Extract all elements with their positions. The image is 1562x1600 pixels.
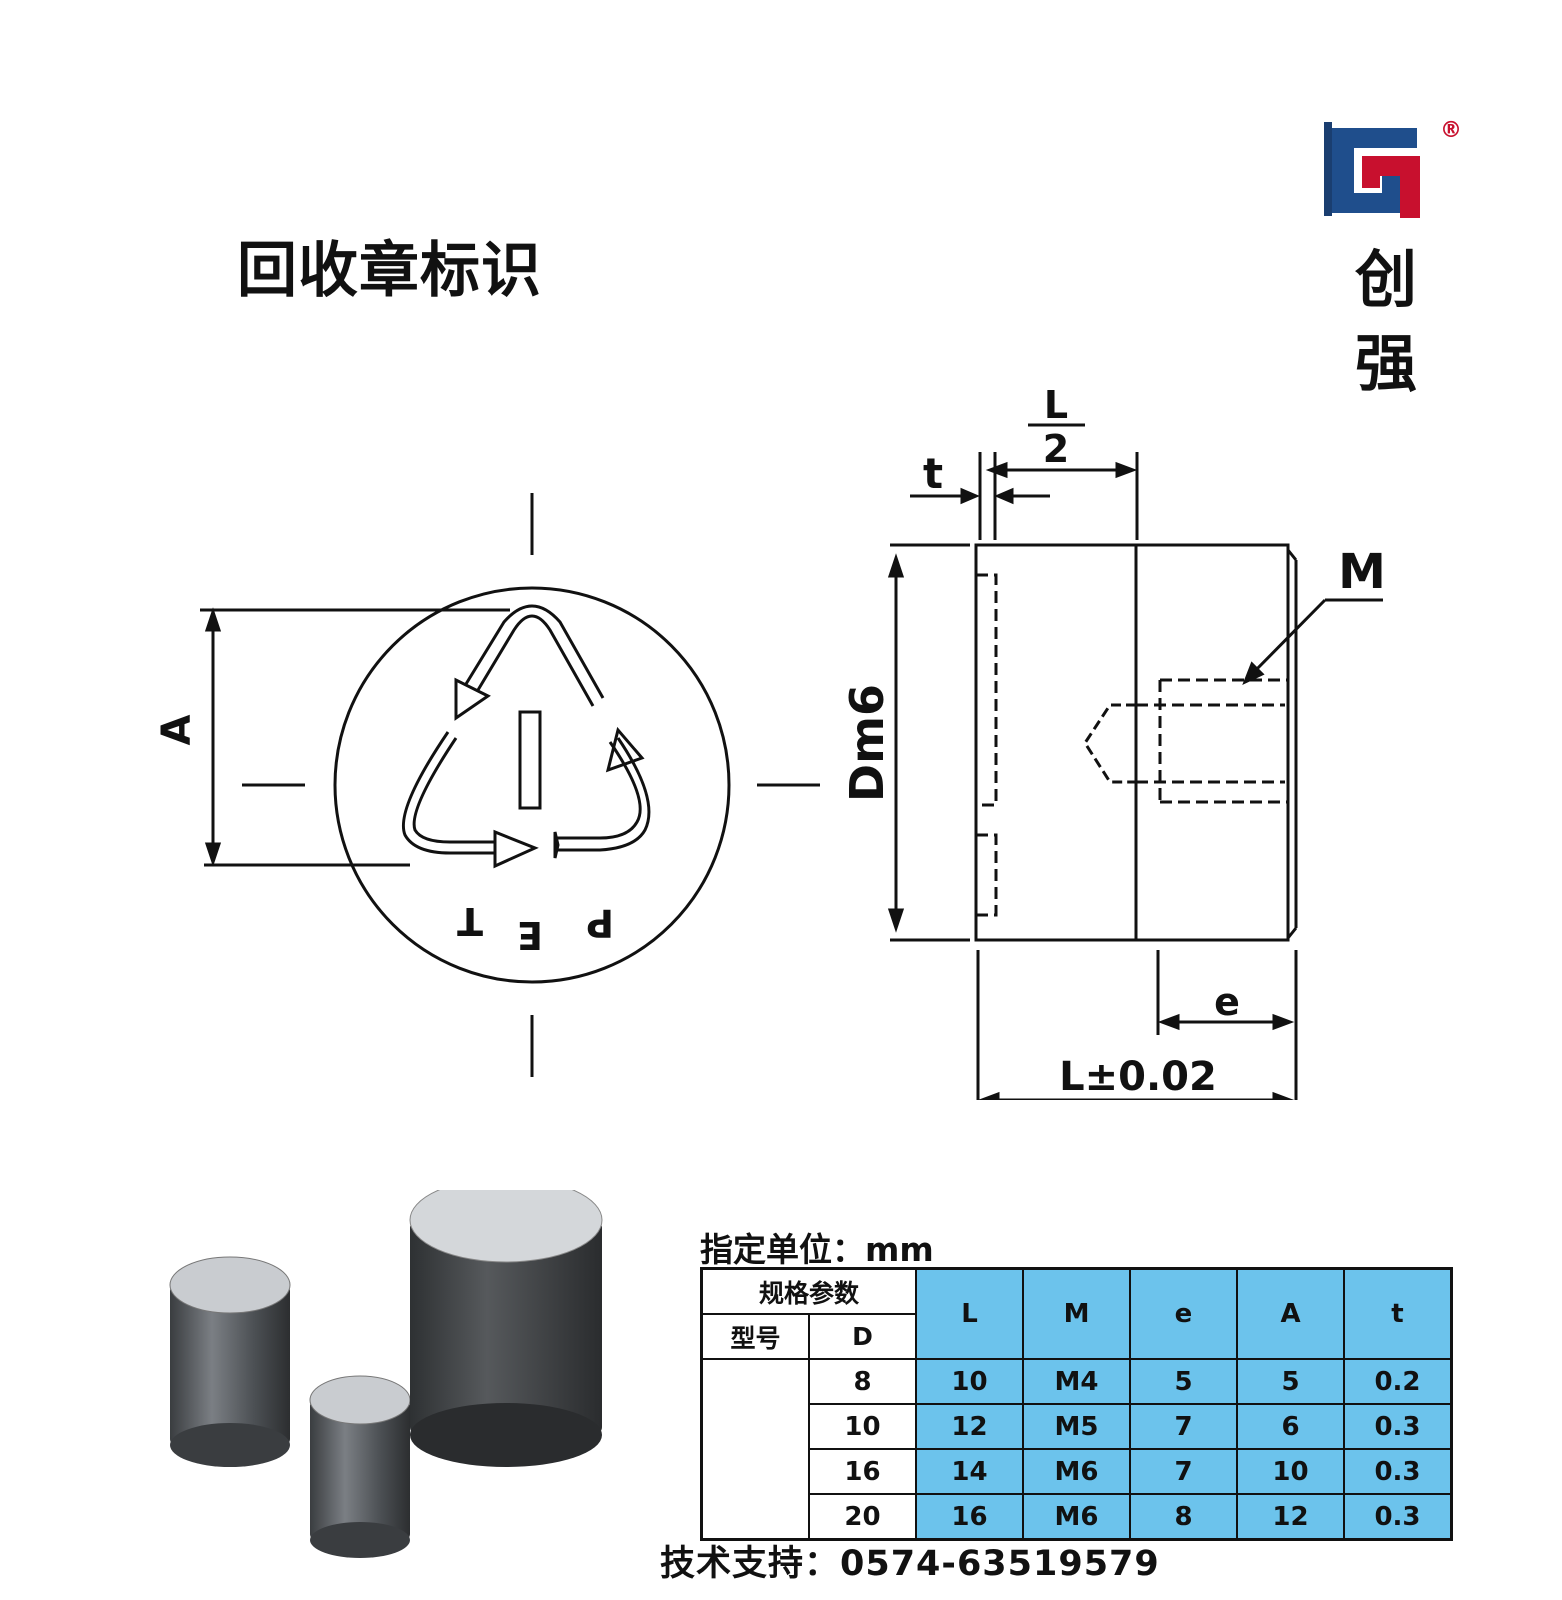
- label-e: e: [1214, 980, 1240, 1024]
- cell-e: 5: [1129, 1358, 1238, 1405]
- model-cell: [700, 1358, 810, 1541]
- cell-M: M6: [1022, 1493, 1131, 1541]
- cell-M: M4: [1022, 1358, 1131, 1405]
- label-M: M: [1338, 544, 1386, 600]
- label-L-tolerance: L±0.02: [1059, 1054, 1217, 1100]
- table-row: 10 12 M5 7 6 0.3: [702, 1403, 1453, 1450]
- label-L-numerator: L: [1044, 383, 1068, 427]
- spec-table: 规格参数 L M e A t 型号 D 8 10 M4 5 5 0.2 10 1…: [700, 1267, 1453, 1541]
- label-t: t: [923, 449, 943, 498]
- col-header-M: M: [1022, 1267, 1131, 1360]
- header-D: D: [808, 1313, 917, 1360]
- cell-t: 0.3: [1343, 1403, 1453, 1450]
- cell-e: 7: [1129, 1448, 1238, 1495]
- header-model: 型号: [700, 1313, 810, 1360]
- table-row: 20 16 M6 8 12 0.3: [702, 1493, 1453, 1541]
- brand-char-2: 强: [1354, 327, 1417, 400]
- front-view: [200, 493, 820, 1077]
- col-header-A: A: [1236, 1267, 1345, 1360]
- table-row: 16 14 M6 7 10 0.3: [702, 1448, 1453, 1495]
- header-params: 规格参数: [700, 1267, 917, 1315]
- cell-A: 6: [1236, 1403, 1345, 1450]
- cell-L: 14: [915, 1448, 1024, 1495]
- cell-D: 10: [808, 1403, 917, 1450]
- page-title: 回收章标识: [237, 236, 542, 306]
- brand-name: 创 强: [1346, 238, 1426, 406]
- label-Dm6: Dm6: [840, 684, 894, 802]
- front-view-labels: A P E T: [154, 714, 614, 957]
- letter-T: T: [457, 899, 483, 943]
- cell-L: 16: [915, 1493, 1024, 1541]
- cell-A: 12: [1236, 1493, 1345, 1541]
- letter-E: E: [517, 913, 543, 957]
- technical-drawing: A P E T: [154, 383, 1386, 1100]
- cell-e: 7: [1129, 1403, 1238, 1450]
- cell-t: 0.3: [1343, 1448, 1453, 1495]
- cell-A: 5: [1236, 1358, 1345, 1405]
- cell-M: M6: [1022, 1448, 1131, 1495]
- cell-e: 8: [1129, 1493, 1238, 1541]
- letter-P: P: [586, 901, 614, 945]
- cell-D: 20: [808, 1493, 917, 1541]
- side-view: [887, 423, 1383, 1100]
- cell-L: 12: [915, 1403, 1024, 1450]
- cell-M: M5: [1022, 1403, 1131, 1450]
- cell-D: 8: [808, 1358, 917, 1405]
- brand-char-1: 创: [1354, 243, 1417, 316]
- cell-D: 16: [808, 1448, 917, 1495]
- cell-t: 0.2: [1343, 1358, 1453, 1405]
- label-L-denominator: 2: [1043, 427, 1069, 471]
- col-header-t: t: [1343, 1267, 1453, 1360]
- cell-L: 10: [915, 1358, 1024, 1405]
- support-contact: 技术支持：0574-63519579: [660, 1544, 1160, 1584]
- label-A: A: [154, 714, 200, 745]
- product-photo: [169, 1190, 603, 1558]
- registered-mark: ®: [1440, 118, 1462, 143]
- table-row: 8 10 M4 5 5 0.2: [700, 1358, 1453, 1541]
- col-header-L: L: [915, 1267, 1024, 1360]
- col-header-e: e: [1129, 1267, 1238, 1360]
- brand-logo-icon: [1324, 122, 1420, 218]
- side-view-labels: t L 2 M Dm6 e L±0.02: [840, 383, 1386, 1100]
- cell-A: 10: [1236, 1448, 1345, 1495]
- cell-t: 0.3: [1343, 1493, 1453, 1541]
- unit-label: 指定单位：mm: [700, 1230, 934, 1269]
